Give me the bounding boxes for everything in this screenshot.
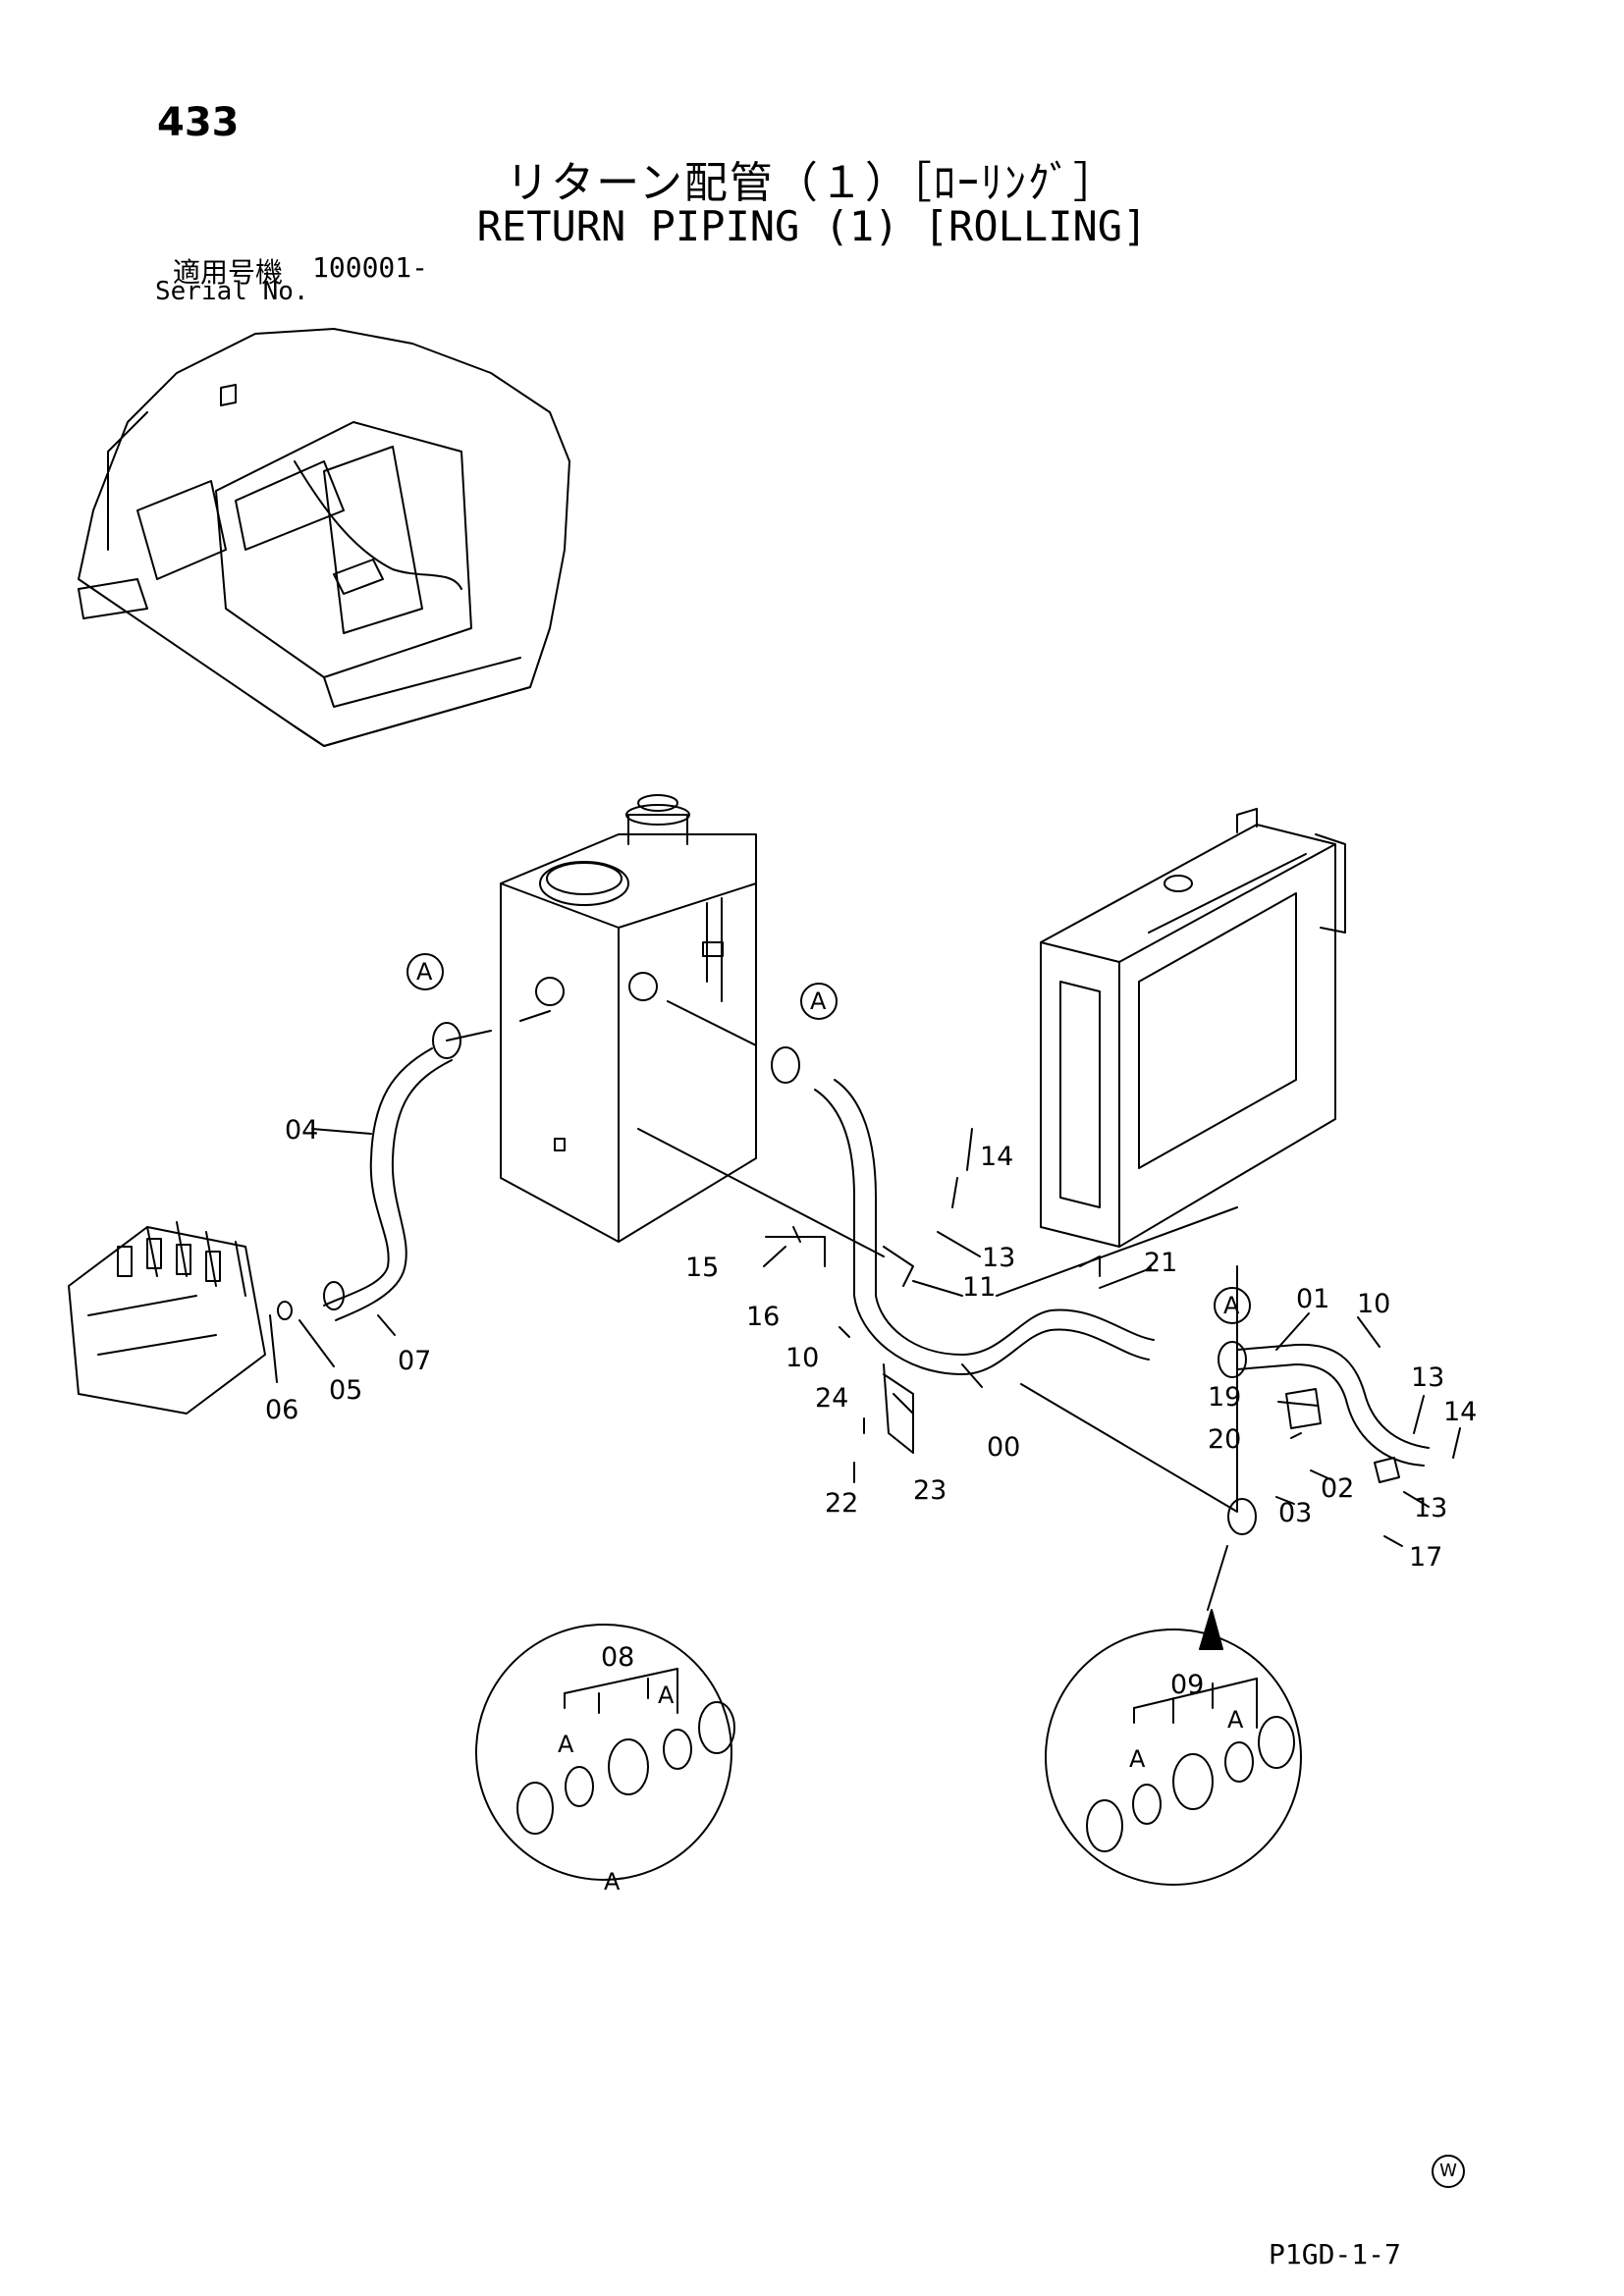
detail-circle-08	[475, 1624, 735, 1881]
hydraulic-tank-icon	[500, 794, 757, 1243]
callout-14: 14	[980, 1142, 1013, 1172]
page-number: 433	[157, 100, 240, 145]
callout-07: 07	[398, 1346, 431, 1376]
callout-01: 01	[1296, 1284, 1329, 1314]
callout-08: 08	[601, 1642, 634, 1673]
detail-a-left-1: A	[558, 1731, 574, 1758]
callout-14-right: 14	[1443, 1397, 1477, 1427]
hose-04-icon	[323, 1047, 433, 1307]
callout-16: 16	[746, 1302, 780, 1332]
callout-23: 23	[913, 1475, 947, 1506]
detail-a-right-2: A	[1227, 1706, 1244, 1734]
callout-00: 00	[987, 1432, 1020, 1463]
callout-labels: 04 06 05 07 15 16 14 13 11 21 10 24 00 2…	[265, 958, 1477, 1896]
detail-a-right-1: A	[1129, 1745, 1146, 1773]
serial-label-japanese: 適用号機	[173, 256, 284, 289]
ref-a-center: A	[810, 988, 827, 1015]
callout-09: 09	[1170, 1670, 1204, 1700]
callout-03: 03	[1278, 1498, 1312, 1528]
callout-04: 04	[285, 1115, 318, 1146]
callout-13-lower: 13	[1414, 1493, 1447, 1523]
callout-05: 05	[329, 1375, 362, 1406]
oil-cooler-icon	[1040, 808, 1346, 1248]
callout-20: 20	[1208, 1424, 1241, 1455]
callout-02: 02	[1321, 1473, 1354, 1504]
pipe-01-icon	[1236, 1343, 1430, 1449]
watermark-w-icon: W	[1432, 2155, 1465, 2188]
footer-figure-code: P1GD-1-7	[1269, 2238, 1401, 2270]
callout-19: 19	[1208, 1382, 1241, 1413]
callout-22: 22	[825, 1488, 858, 1519]
pipe-00-icon	[814, 1089, 1150, 1375]
serial-number-value: 100001-	[312, 251, 429, 284]
title-english: RETURN PIPING (1) [ROLLING]	[476, 202, 1148, 250]
callout-13: 13	[982, 1243, 1015, 1273]
callout-10-right: 10	[1357, 1289, 1390, 1319]
callout-06: 06	[265, 1395, 298, 1425]
ref-a-right: A	[1223, 1292, 1240, 1319]
callout-17: 17	[1409, 1542, 1442, 1573]
callout-15: 15	[685, 1253, 719, 1283]
serial-label-english: Serial No.	[155, 277, 309, 306]
callout-10: 10	[785, 1343, 819, 1373]
callout-24: 24	[815, 1383, 848, 1414]
ref-a-left: A	[416, 958, 433, 986]
detail-a-left-caption: A	[604, 1868, 621, 1896]
detail-a-left-2: A	[658, 1682, 675, 1709]
control-valve-icon	[68, 1221, 266, 1415]
callout-21: 21	[1144, 1248, 1177, 1278]
detail-circle-09	[1045, 1629, 1302, 1886]
callout-11: 11	[962, 1272, 996, 1303]
title-japanese: リターン配管（１）［ﾛｰﾘﾝｸﾞ］	[506, 158, 1118, 208]
excavator-overview-icon	[78, 328, 570, 747]
callout-13-upper: 13	[1411, 1362, 1444, 1393]
